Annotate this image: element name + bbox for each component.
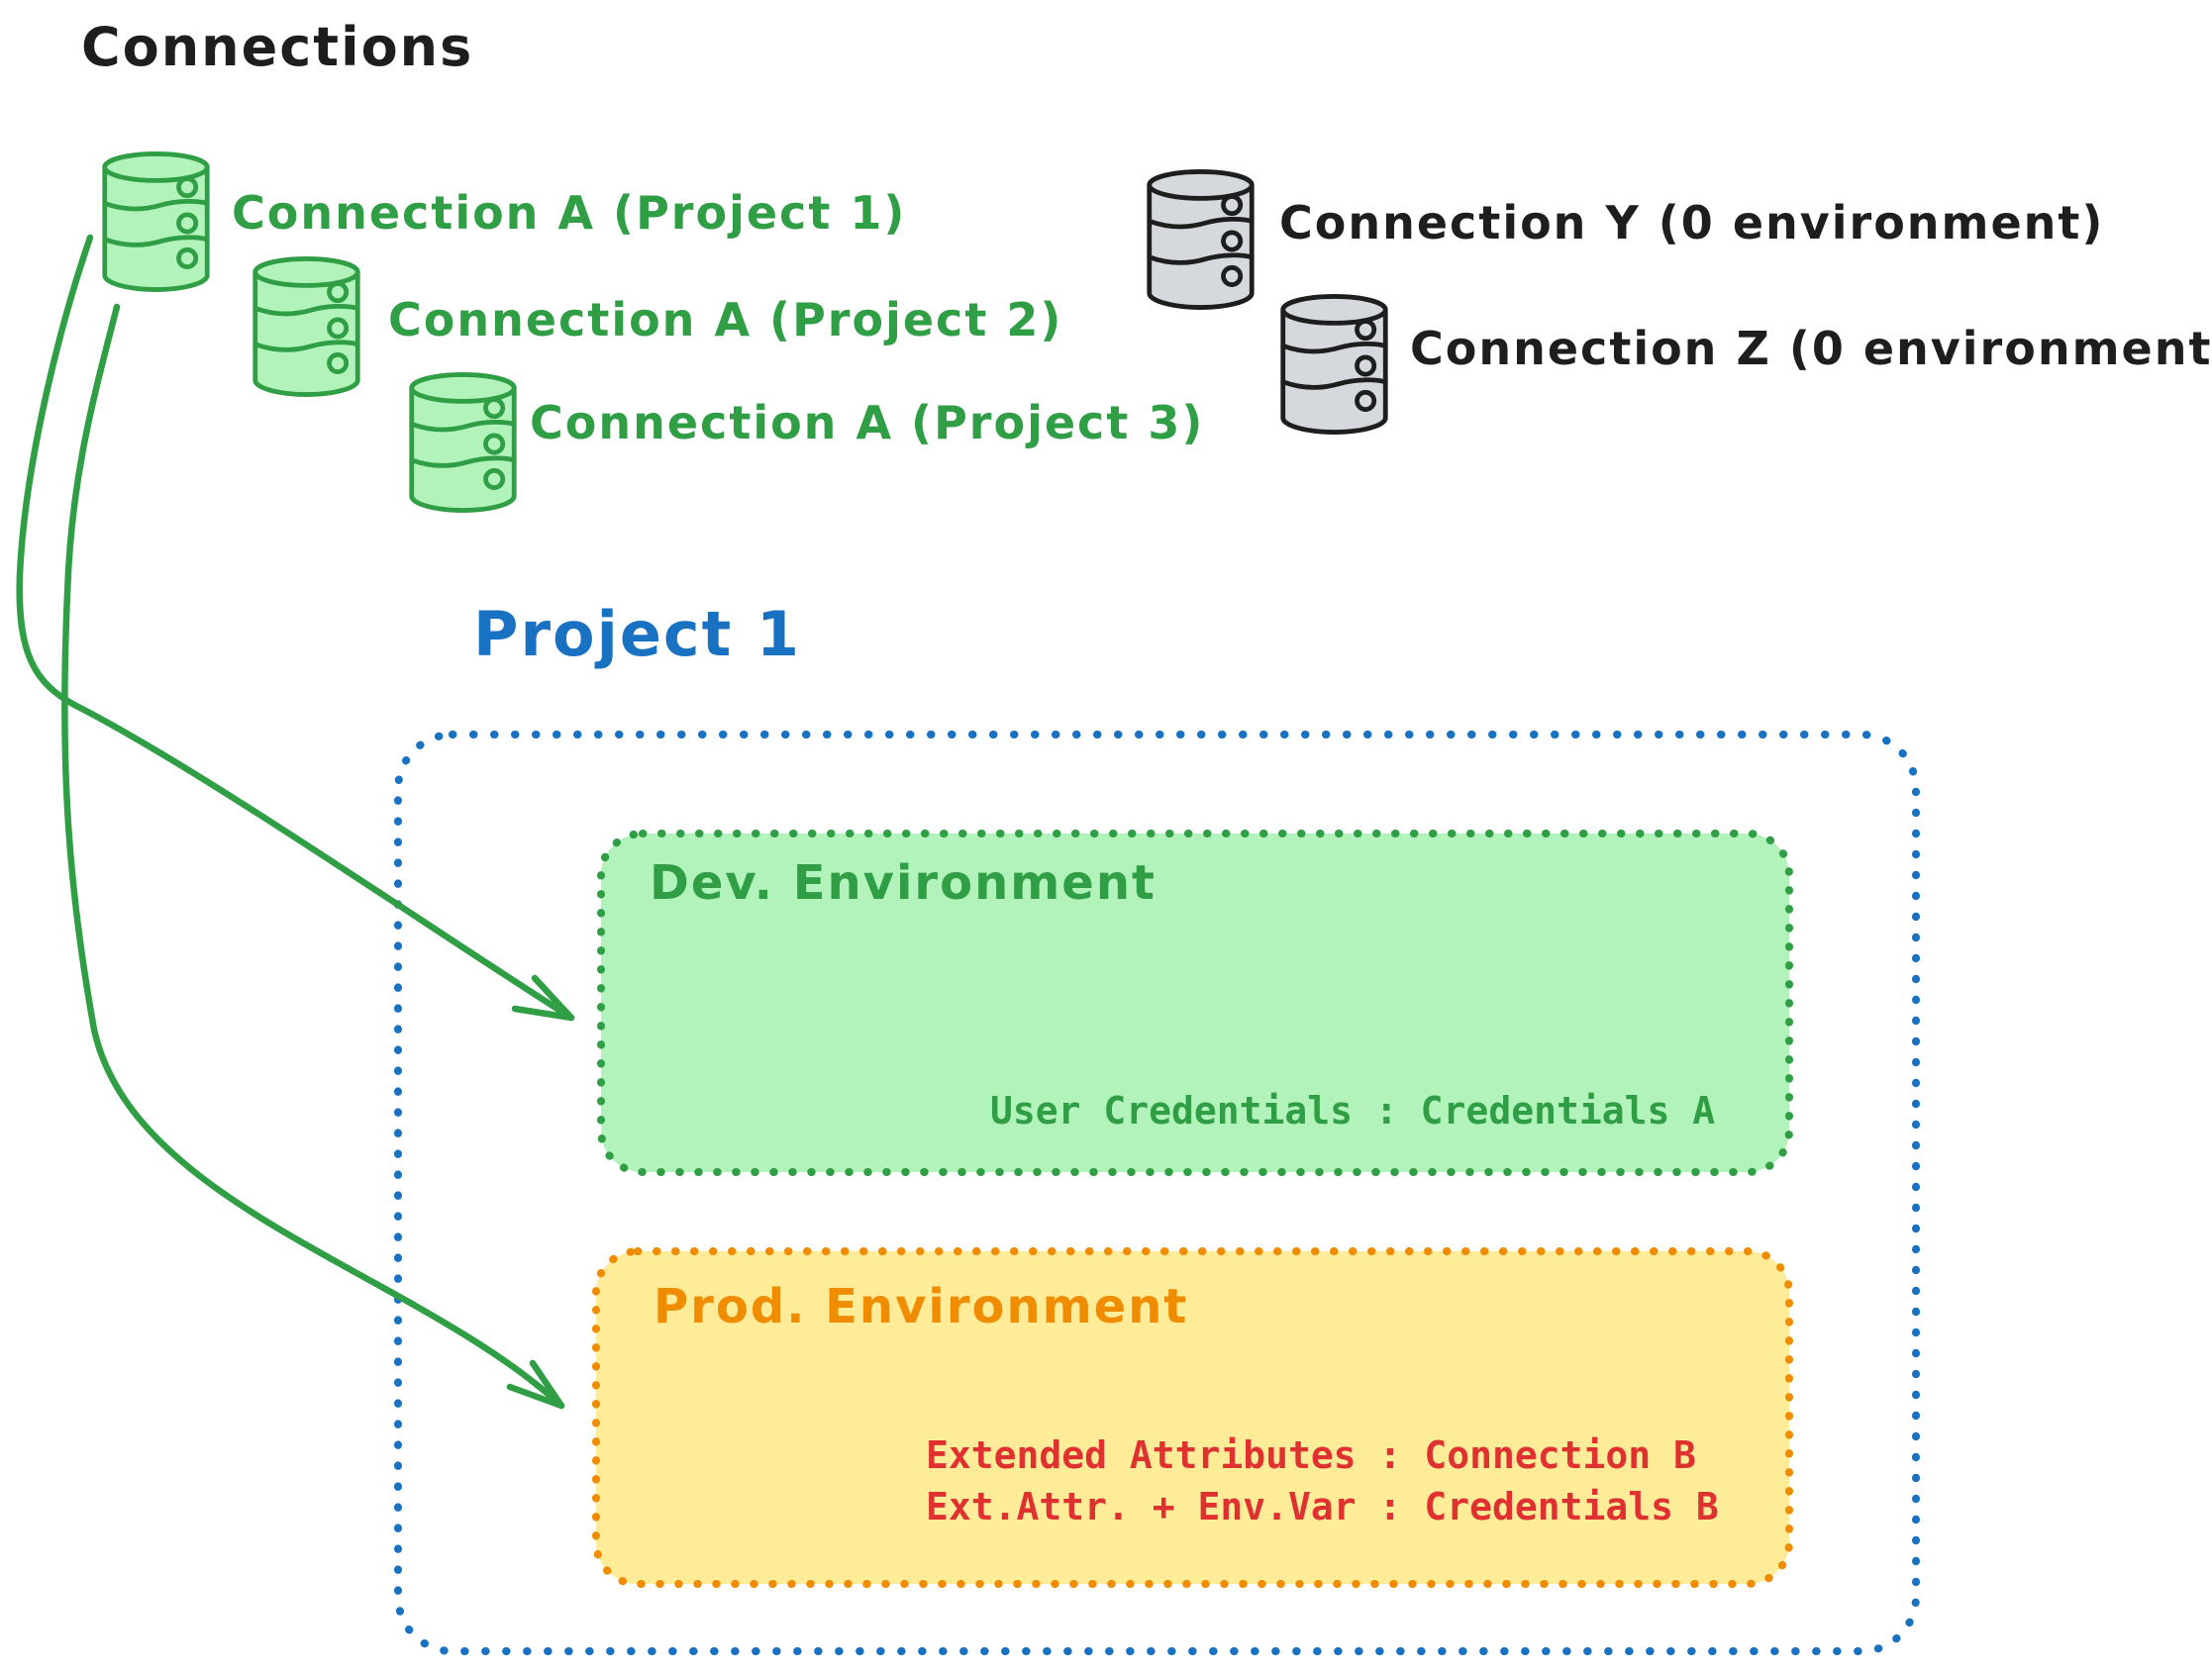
prod-environment-credentials-text: Extended Attributes : Connection B Ext.A… [926, 1429, 1719, 1532]
connection-a-project-3-label: Connection A (Project 3) [530, 396, 1205, 449]
prod-ext-attr-env-var-line: Ext.Attr. + Env.Var : Credentials B [926, 1485, 1719, 1528]
prod-environment-box [592, 1247, 1793, 1588]
page-title: Connections [81, 16, 474, 78]
project-1-title: Project 1 [473, 598, 802, 670]
database-icon-connection-z [1283, 297, 1386, 433]
project-1-box [394, 731, 1920, 1655]
database-icon-connection-a-project-2 [255, 259, 358, 395]
connection-z-label: Connection Z (0 environment) [1410, 322, 2212, 375]
arrowhead-prod [506, 1359, 565, 1410]
connection-a-project-2-label: Connection A (Project 2) [388, 293, 1063, 346]
arrow-connection-a-to-dev [16, 234, 575, 1022]
database-icon-connection-a-project-1 [105, 154, 208, 290]
dev-environment-box [597, 830, 1793, 1176]
arrowhead-dev [511, 974, 575, 1022]
arrow-connection-a-to-prod [61, 303, 565, 1410]
connection-a-project-1-label: Connection A (Project 1) [232, 186, 907, 240]
prod-extended-attributes-line: Extended Attributes : Connection B [926, 1433, 1696, 1477]
connection-y-label: Connection Y (0 environment) [1279, 196, 2105, 249]
dev-environment-title: Dev. Environment [650, 855, 1156, 911]
database-icon-connection-a-project-3 [412, 375, 515, 511]
dev-environment-credentials-text: User Credentials : Credentials A [990, 1089, 1716, 1132]
database-icon-connection-y [1150, 172, 1253, 308]
prod-environment-title: Prod. Environment [654, 1279, 1189, 1334]
